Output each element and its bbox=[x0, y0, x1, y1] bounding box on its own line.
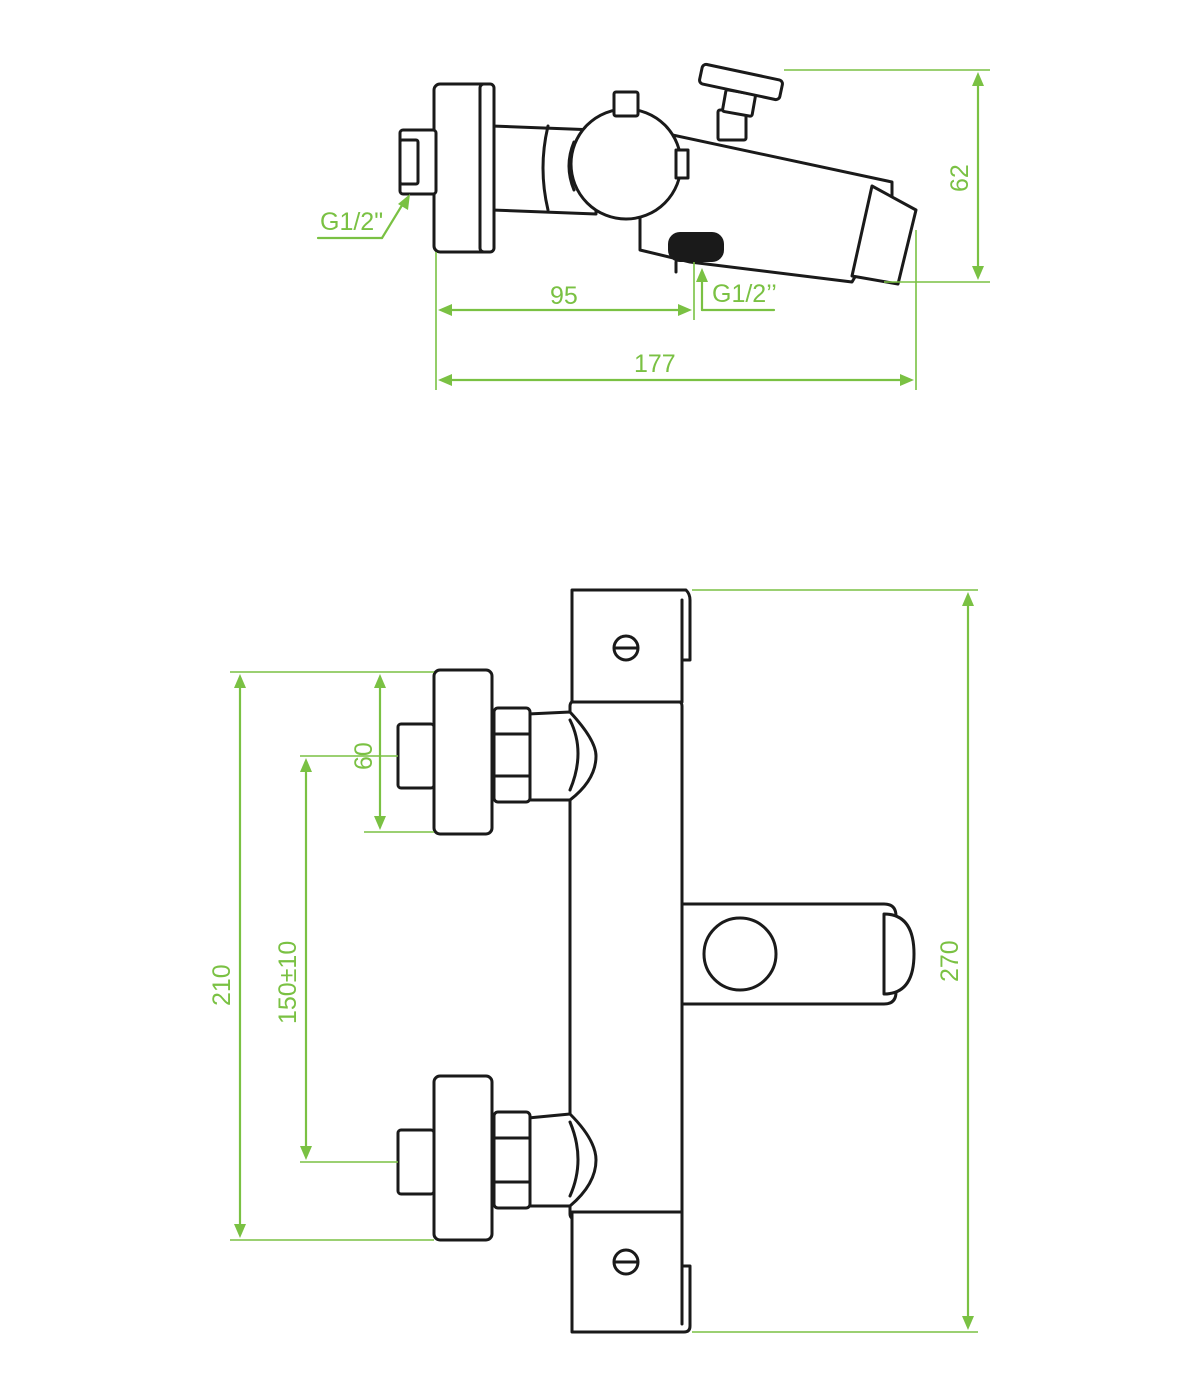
dim-270: 270 bbox=[692, 589, 978, 1333]
lower-arm bbox=[526, 1112, 598, 1208]
lower-arm-curve bbox=[568, 1120, 580, 1198]
upper-wall-flange bbox=[432, 668, 494, 836]
lower-wall-flange bbox=[432, 1074, 494, 1242]
inlet-thread-callout: G1/2" bbox=[316, 194, 410, 240]
dim-210-label: 210 bbox=[208, 964, 236, 1006]
dim-177: 177 bbox=[438, 230, 917, 390]
dim-270-label: 270 bbox=[936, 940, 964, 982]
lower-inlet-nipple bbox=[396, 1128, 436, 1196]
dim-95-label: 95 bbox=[550, 282, 578, 310]
tube-joint bbox=[541, 124, 550, 212]
outlet-thread-label: G1/2’’ bbox=[712, 280, 777, 308]
upper-arm bbox=[526, 710, 598, 802]
knob-groove bbox=[567, 140, 576, 192]
side-view: G1/2" G1/2’’ 95 177 bbox=[316, 62, 990, 390]
dim-150-label: 150±10 bbox=[274, 941, 302, 1024]
dim-177-label: 177 bbox=[634, 350, 676, 378]
dim-95: 95 bbox=[435, 252, 695, 390]
knob-ring bbox=[674, 148, 690, 180]
wall-flange-rim bbox=[478, 82, 496, 254]
front-view: 60 150±10 210 270 bbox=[208, 588, 978, 1334]
outlet-fitting bbox=[668, 232, 724, 262]
spout-tip bbox=[882, 912, 916, 996]
inlet-thread-label: G1/2" bbox=[320, 208, 383, 236]
inlet-nipple-nut bbox=[398, 138, 420, 186]
dim-62: 62 bbox=[784, 69, 990, 283]
dim-210: 210 bbox=[208, 671, 434, 1241]
diverter-knob-front bbox=[702, 916, 778, 992]
dim-150: 150±10 bbox=[274, 755, 398, 1163]
diverter-handle bbox=[698, 62, 784, 102]
thermostat-knob-side bbox=[569, 107, 683, 221]
spout-front bbox=[658, 902, 898, 1006]
dim-62-label: 62 bbox=[946, 164, 974, 192]
top-stub bbox=[612, 90, 640, 118]
lower-hex-nut bbox=[492, 1110, 532, 1210]
upper-inlet-nipple bbox=[396, 722, 436, 790]
spout-nozzle bbox=[850, 184, 918, 286]
upper-hex-nut bbox=[492, 706, 532, 804]
upper-arm-curve bbox=[568, 718, 580, 792]
outlet-thread-callout: G1/2’’ bbox=[696, 268, 777, 312]
